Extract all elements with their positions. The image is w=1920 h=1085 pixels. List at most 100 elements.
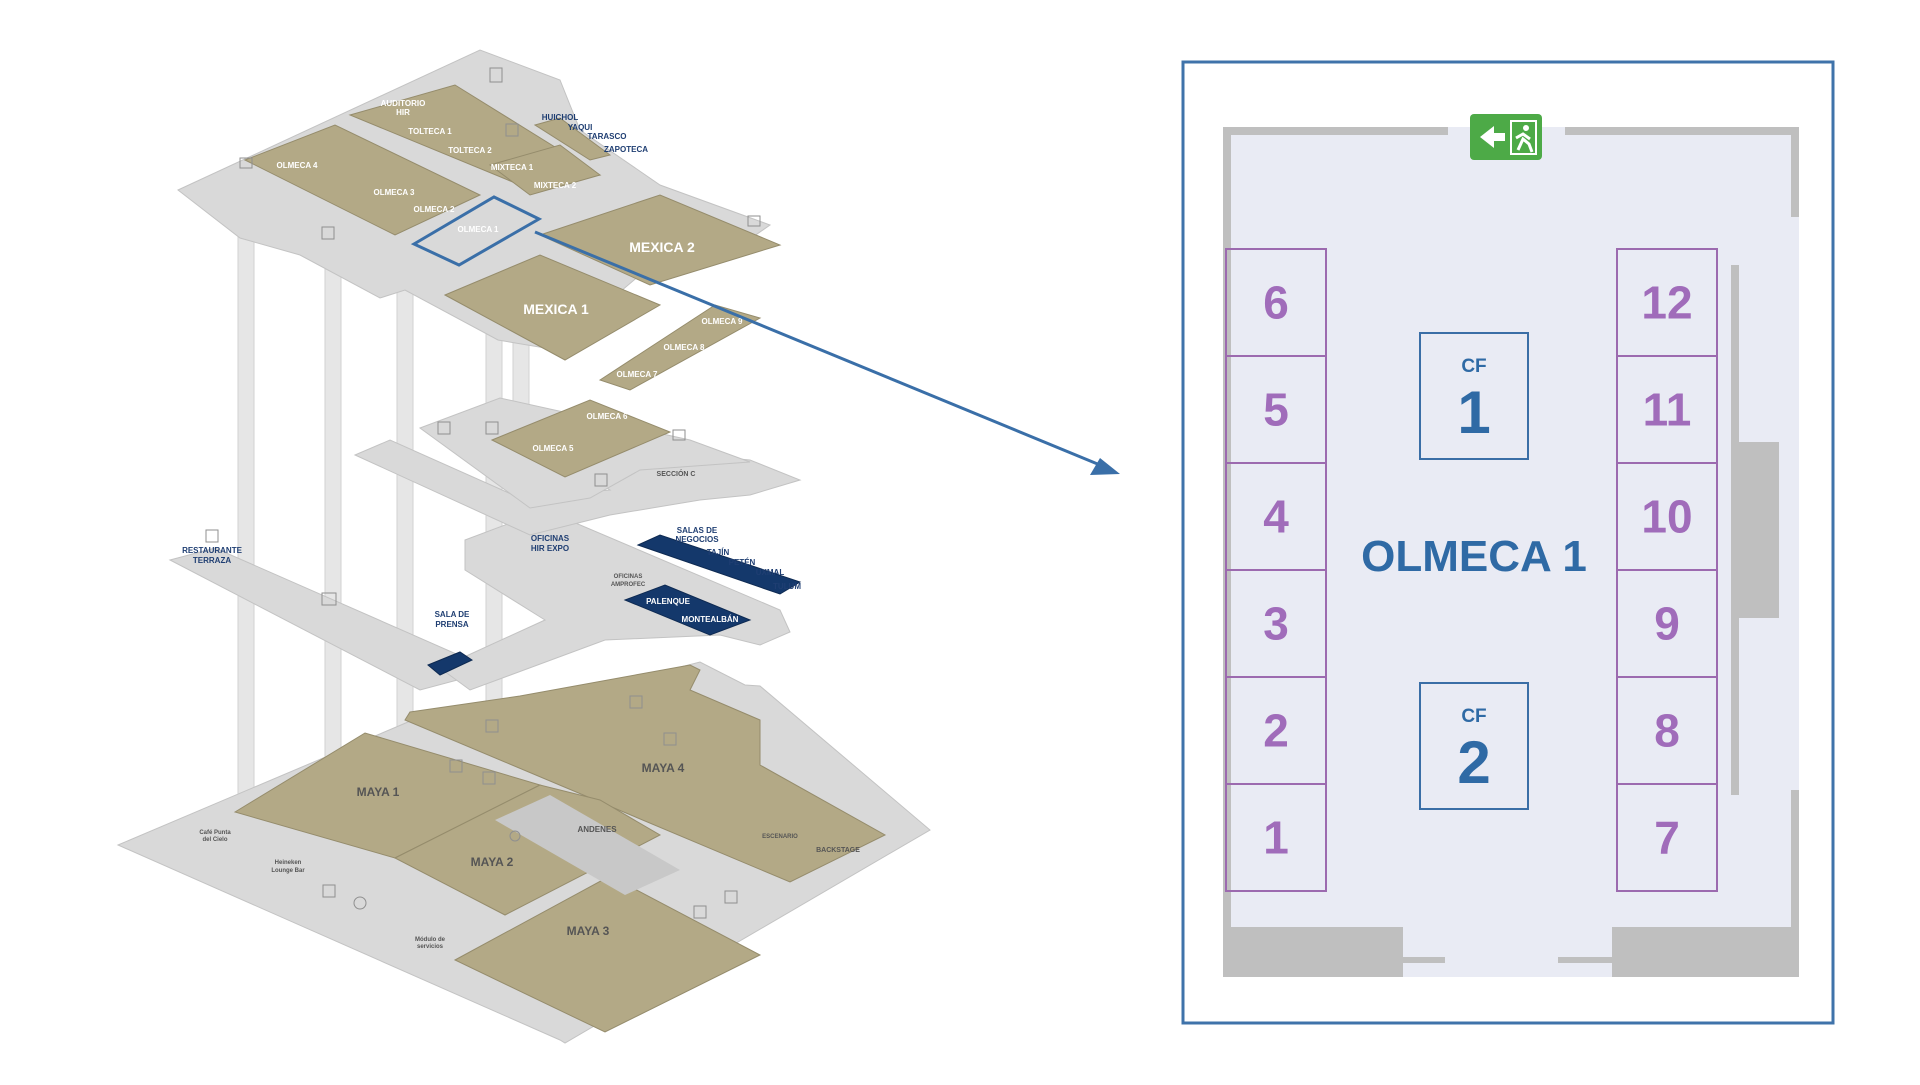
elevator-icon [485, 719, 499, 733]
room-maya-3[interactable] [453, 875, 762, 1033]
overview-labels: AUDITORIO HIR TOLTECA 1 TOLTECA 2 OLMECA… [182, 99, 860, 950]
cf-block-2-label: CF [1461, 706, 1486, 727]
label-seccion-c: SECCIÓN C [657, 469, 696, 478]
arrowhead-icon [1090, 458, 1120, 475]
column-right-thin [1731, 265, 1739, 795]
label-modulo-de-servicios: Módulo de [415, 937, 446, 943]
label-tolteca-1: TOLTECA 1 [408, 127, 452, 136]
label-olmeca-7: OLMECA 7 [616, 370, 658, 379]
restroom-icon [482, 771, 496, 785]
elevator-icon [489, 67, 503, 83]
booth-number: 6 [1263, 277, 1289, 329]
booth-number: 1 [1263, 812, 1289, 864]
booth-number: 12 [1641, 277, 1692, 329]
room-mixteca[interactable] [488, 144, 602, 196]
room-olmeca-4-3-2[interactable] [243, 124, 482, 236]
label-heineken-lounge-bar-2: Lounge Bar [271, 868, 305, 874]
booth-number: 8 [1654, 705, 1680, 757]
overview-map: AUDITORIO HIR TOLTECA 1 TOLTECA 2 OLMECA… [116, 49, 931, 1044]
cf-block-1-frame [1419, 332, 1529, 460]
third-level [168, 509, 802, 691]
booth-4[interactable]: 4 [1225, 462, 1327, 571]
label-cafe-punta-del-cielo: Café Punta [199, 830, 231, 836]
label-tolteca-2: TOLTECA 2 [448, 146, 492, 155]
booth-7[interactable]: 7 [1616, 783, 1718, 892]
restroom-icon [629, 695, 643, 709]
room-huichol-zapoteca[interactable] [533, 117, 612, 161]
elevator-icon [485, 421, 499, 435]
label-salas-de-negocios: SALAS DE [677, 526, 718, 535]
ground-level [116, 661, 931, 1044]
label-tarasco: TARASCO [588, 132, 627, 141]
booth-number: 3 [1263, 598, 1289, 650]
booth-9[interactable]: 9 [1616, 569, 1718, 678]
label-salas-de-negocios-2: NEGOCIOS [675, 535, 719, 544]
label-escenario: ESCENARIO [762, 834, 798, 840]
room-mexica-1[interactable] [443, 254, 662, 361]
column-right-block [1739, 442, 1779, 618]
label-olmeca-4: OLMECA 4 [276, 161, 318, 170]
booth-number: 10 [1641, 491, 1692, 543]
label-mexica-2: MEXICA 2 [629, 239, 695, 255]
restroom-icon [239, 157, 253, 169]
room-mexica-2[interactable] [538, 194, 782, 286]
restroom-icon [672, 429, 686, 441]
restroom-icon [693, 905, 707, 919]
zoom-arrow [534, 230, 1120, 475]
service-icons [205, 67, 761, 919]
room-olmeca-1-highlight[interactable] [410, 195, 543, 267]
andenes-stairs [495, 795, 680, 895]
label-peten: PETÉN [729, 558, 756, 567]
restroom-icon [724, 890, 738, 904]
label-restaurante-terraza-2: TERRAZA [193, 556, 231, 565]
label-tajin: TAJÍN [707, 548, 730, 557]
booth-10[interactable]: 10 [1616, 462, 1718, 571]
label-maya-3: MAYA 3 [567, 924, 610, 938]
label-zapoteca: ZAPOTECA [604, 145, 648, 154]
label-yaqui: YAQUI [568, 123, 593, 132]
accessible-restroom-icon [321, 592, 337, 606]
label-restaurante-terraza: RESTAURANTE [182, 546, 243, 555]
label-andenes: ANDENES [577, 825, 617, 834]
booth-number: 2 [1263, 705, 1289, 757]
room-olmeca-5-6[interactable] [490, 399, 672, 478]
cf-block-2-number: 2 [1457, 729, 1490, 796]
label-oficinas-amprofec-2: AMPROFEC [611, 582, 646, 588]
room-salas-de-negocios[interactable] [636, 534, 802, 595]
label-olmeca-5: OLMECA 5 [532, 444, 574, 453]
accessible-restroom-icon [321, 226, 335, 240]
restroom-icon [205, 529, 219, 543]
room-maya-4[interactable] [404, 664, 887, 883]
label-palenque: PALENQUE [646, 597, 691, 606]
cf-block-2[interactable]: CF 2 [1419, 682, 1529, 810]
label-olmeca-8: OLMECA 8 [663, 343, 705, 352]
label-uxmal: UXMAL [756, 568, 785, 577]
room-palenque-montealban[interactable] [623, 584, 752, 636]
restroom-icon [449, 759, 463, 773]
label-cafe-punta-del-cielo-2: del Cielo [202, 837, 227, 843]
label-mixteca-2: MIXTECA 2 [534, 181, 577, 190]
wall-bottom-right-line [1558, 957, 1612, 963]
label-auditorio-hir-2: HIR [396, 108, 410, 117]
room-title: OLMECA 1 [1361, 532, 1587, 581]
room-olmeca-7-8-9[interactable] [598, 304, 762, 391]
label-heineken-lounge-bar: Heineken [275, 860, 302, 866]
label-olmeca-9: OLMECA 9 [701, 317, 743, 326]
label-oficinas-hir-expo-2: HIR EXPO [531, 544, 569, 553]
label-mexica-1: MEXICA 1 [523, 301, 589, 317]
booth-1[interactable]: 1 [1225, 783, 1327, 892]
booth-8[interactable]: 8 [1616, 676, 1718, 785]
wall-bottom-left [1223, 927, 1403, 977]
wall-top-right [1565, 127, 1799, 135]
exit-sign [1470, 114, 1542, 160]
room-maya-2[interactable] [393, 784, 662, 916]
cf-block-1[interactable]: CF 1 [1419, 332, 1529, 460]
cf-block-1-label: CF [1461, 356, 1486, 377]
elevator-icon [505, 123, 519, 137]
upper-level [177, 49, 782, 391]
info-icon [353, 896, 367, 910]
booth-number: 11 [1643, 384, 1692, 436]
room-sala-de-prensa[interactable] [427, 651, 474, 676]
